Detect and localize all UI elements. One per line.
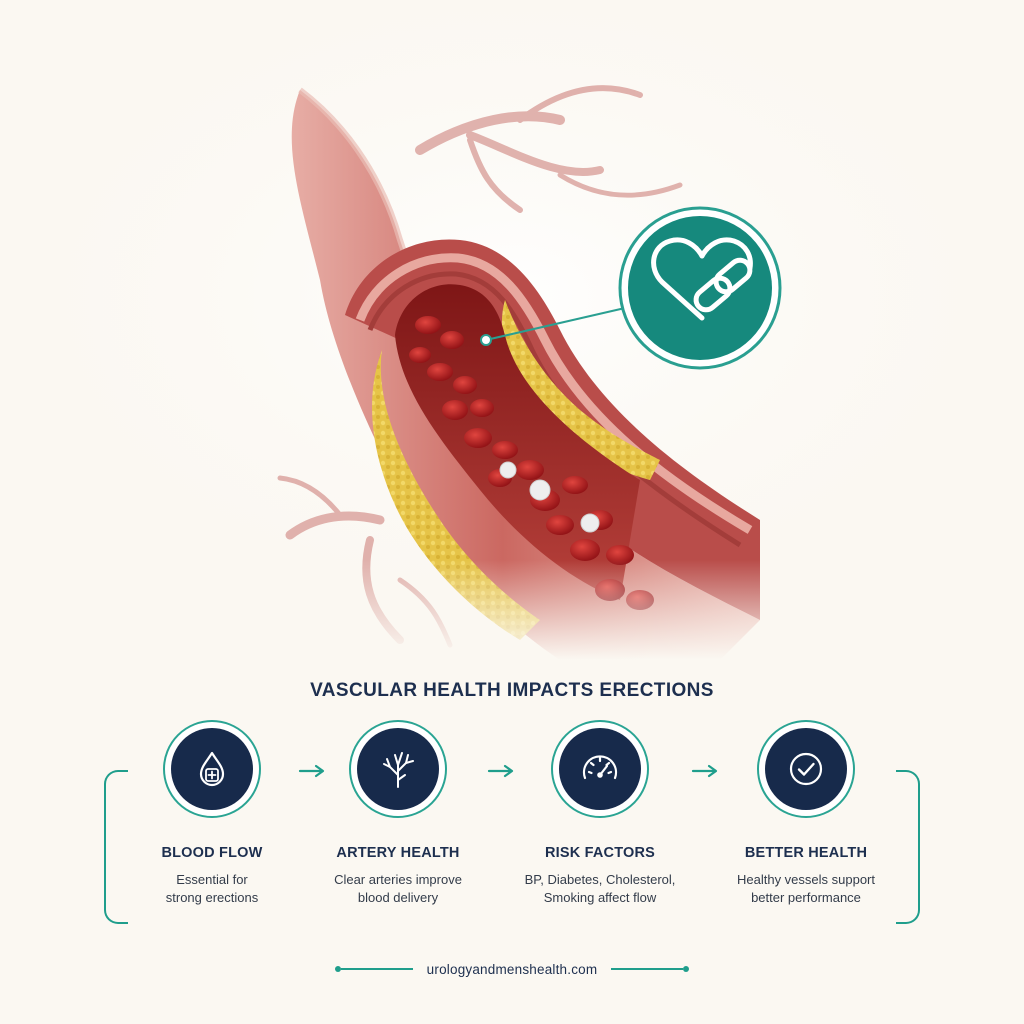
step-artery-health: ARTERY HEALTH Clear arteries improve blo… bbox=[298, 720, 498, 907]
check-circle-icon bbox=[789, 752, 823, 786]
footer: urologyandmenshealth.com bbox=[0, 958, 1024, 980]
page-title: VASCULAR HEALTH IMPACTS ERECTIONS bbox=[310, 680, 714, 701]
step-blood-flow: BLOOD FLOW Essential for strong erection… bbox=[112, 720, 312, 907]
arrow-right-icon bbox=[487, 764, 514, 778]
arrow-right-icon bbox=[298, 764, 325, 778]
step-icon-ring bbox=[551, 720, 649, 818]
artery-illustration bbox=[0, 0, 1024, 660]
step-title: ARTERY HEALTH bbox=[336, 845, 460, 861]
step-icon-ring bbox=[349, 720, 447, 818]
step-description: Essential for strong erections bbox=[165, 872, 259, 905]
step-description: Clear arteries improve blood delivery bbox=[334, 872, 462, 905]
steps-row: BLOOD FLOW Essential for strong erection… bbox=[0, 720, 1024, 950]
left-bracket bbox=[104, 770, 128, 924]
step-title: RISK FACTORS bbox=[544, 845, 656, 861]
step-description: Healthy vessels support better performan… bbox=[736, 872, 875, 905]
right-bracket bbox=[896, 770, 920, 924]
footer-divider bbox=[340, 968, 413, 970]
step-description: BP, Diabetes, Cholesterol, Smoking affec… bbox=[524, 872, 676, 905]
step-better-health: BETTER HEALTH Healthy vessels support be… bbox=[706, 720, 906, 907]
step-title: BLOOD FLOW bbox=[161, 845, 263, 861]
white-blood-cells bbox=[499, 461, 600, 533]
heart-link-icon bbox=[651, 237, 753, 321]
artery-tree-icon bbox=[383, 752, 414, 788]
arrow-right-icon bbox=[691, 764, 718, 778]
step-icon-ring bbox=[163, 720, 261, 818]
footer-dot bbox=[683, 966, 690, 972]
footer-dot bbox=[334, 966, 341, 972]
gauge-icon bbox=[582, 755, 618, 780]
step-risk-factors: RISK FACTORS BP, Diabetes, Cholesterol, … bbox=[500, 720, 700, 907]
step-icon-ring bbox=[757, 720, 855, 818]
footer-divider bbox=[611, 968, 684, 970]
step-title: BETTER HEALTH bbox=[744, 845, 868, 861]
blood-drop-icon bbox=[199, 751, 225, 787]
footer-url[interactable]: urologyandmenshealth.com bbox=[426, 961, 598, 977]
